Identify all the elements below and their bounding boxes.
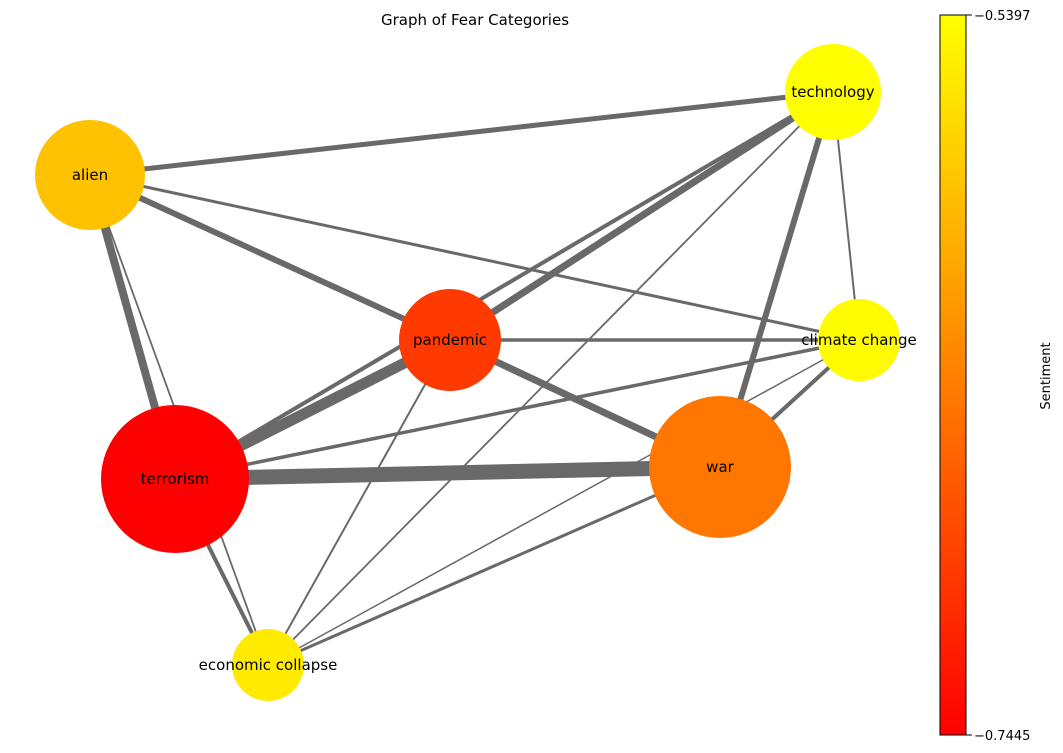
node-pandemic — [399, 289, 501, 391]
colorbar: −0.5397 −0.7445 Sentiment — [939, 9, 1054, 744]
node-alien — [35, 120, 145, 230]
edge-technology-economic_collapse — [267, 91, 834, 666]
edge-terrorism-war — [174, 459, 721, 487]
node-technology — [785, 44, 881, 140]
node-label-pandemic: pandemic — [413, 331, 487, 349]
node-label-war: war — [706, 458, 734, 476]
edge-climate_change-economic_collapse — [267, 339, 860, 666]
edge-pandemic-technology — [448, 89, 835, 343]
node-terrorism — [101, 405, 249, 553]
colorbar-axis-label: Sentiment — [1039, 342, 1054, 409]
edge-pandemic-economic_collapse — [267, 339, 451, 666]
node-label-technology: technology — [791, 83, 874, 101]
diagram-title: Graph of Fear Categories — [381, 11, 569, 29]
edge-layer — [86, 89, 861, 667]
edge-terrorism-technology — [173, 90, 835, 481]
edge-war-economic_collapse — [267, 465, 721, 667]
colorbar-max-label: −0.5397 — [974, 9, 1030, 24]
edge-alien-technology — [89, 89, 834, 178]
node-layer: technology alien pandemic climate change war… — [35, 44, 917, 701]
node-war — [649, 396, 791, 538]
node-climate_change — [818, 299, 900, 381]
node-economic_collapse — [232, 629, 304, 701]
colorbar-min-label: −0.7445 — [974, 729, 1030, 744]
colorbar-gradient — [939, 14, 967, 736]
node-label-climate_change: climate change — [801, 331, 916, 349]
node-label-terrorism: terrorism — [141, 470, 210, 488]
edge-alien-pandemic — [88, 172, 452, 343]
edge-alien-climate_change — [89, 173, 860, 342]
node-label-economic_collapse: economic collapse — [199, 656, 338, 674]
node-label-alien: alien — [72, 166, 108, 184]
edge-terrorism-climate_change — [174, 338, 860, 481]
